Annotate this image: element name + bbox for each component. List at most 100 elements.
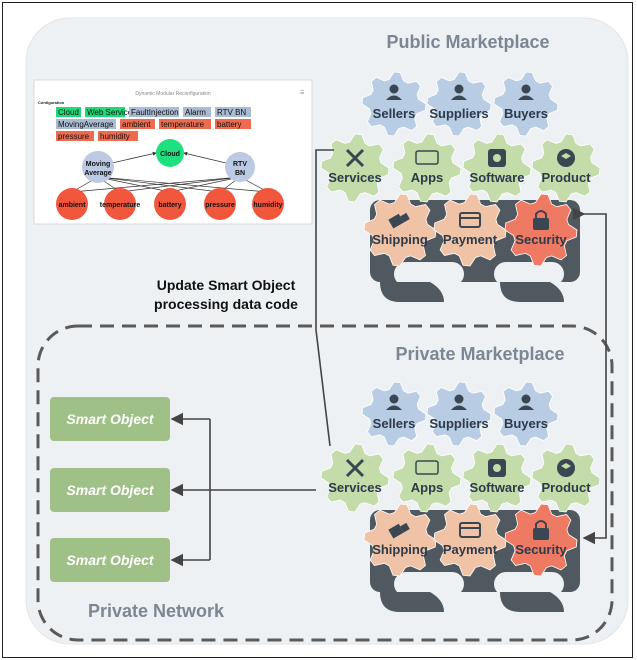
sensor-node: temperature [100,188,140,220]
sensor-node-label: pressure [205,202,235,209]
smart-object: Smart Object [50,468,170,512]
gear-label: Services [328,480,382,495]
gear-shape [392,443,462,513]
private-network-label: Private Network [88,601,225,621]
screenshot-tag-label: pressure [58,132,90,141]
gear-sellers: Sellers [361,71,427,137]
gear-label: Apps [411,170,444,185]
software-icon [488,459,506,477]
gear-label: Shipping [372,542,428,557]
gear-label: Shipping [372,232,428,247]
sensor-node-label: battery [158,202,181,209]
public-marketplace-title: Public Marketplace [386,32,549,52]
screenshot-tag: temperature [159,119,211,129]
gear-shape [426,381,492,447]
gear-suppliers: Suppliers [426,381,492,447]
screenshot-tag: Alarm [183,107,211,117]
gear-shape [361,71,427,137]
smart-object-label: Smart Object [66,552,154,568]
screenshot-tag: Web Service [85,107,133,117]
screenshot-section: Configuration [38,100,65,105]
gear-shape [462,443,532,513]
person-icon [386,394,402,410]
gear-services: Services [320,443,390,513]
gear-label: Sellers [373,106,416,121]
gear-buyers: Buyers [493,381,559,447]
sensor-node: humidity [252,188,284,220]
smart-object: Smart Object [50,397,170,441]
gear-shape [320,133,390,203]
screenshot-tag-label: temperature [161,120,205,129]
moving-average-label: Moving [86,161,111,168]
gear-label: Buyers [504,416,548,431]
person-icon [386,84,402,100]
smart-object: Smart Object [50,538,170,582]
cloud-node-label: Cloud [160,151,180,158]
screenshot-tag-label: battery [217,120,241,129]
update-connector-line [315,149,334,447]
app-icon [415,460,439,475]
reconfiguration-screenshot: Dynamic Modular Reconfiguration ☰ Config… [33,79,313,225]
gear-shape [433,193,507,267]
sensor-node-label: humidity [253,202,282,209]
screenshot-tag: humidity [98,131,138,141]
payment-icon [459,212,481,228]
private-marketplace-title: Private Marketplace [395,344,564,364]
gear-services: Services [320,133,390,203]
screenshot-menu-icon: ☰ [300,90,305,96]
screenshot-tag: ambient [120,119,155,129]
security-link-line [572,207,607,545]
sensor-node: pressure [204,188,236,220]
tools-icon [345,458,365,478]
update-label-line1: Update Smart Object [157,277,296,293]
rtv-bn-label: RTV [233,161,247,168]
moving-average-label: Average [84,170,111,177]
screenshot-tag: RTV BN [215,107,251,117]
smart-object-label: Smart Object [66,482,154,498]
gear-label: Product [541,480,591,495]
lock-icon [533,210,549,230]
gear-shape [426,71,492,137]
gear-label: Payment [443,542,498,557]
rtv-bn-label: BN [235,170,245,177]
gear-label: Software [470,170,525,185]
screenshot-tag-label: Web Service [87,108,133,117]
gear-payment: Payment [433,503,507,577]
gear-shape [493,381,559,447]
gear-shape [531,133,601,203]
gear-shape [320,443,390,513]
gear-shape [462,133,532,203]
moving-average-node: MovingAverage [82,151,114,183]
person-icon [518,84,534,100]
screenshot-tag: pressure [56,131,94,141]
smart-object-label: Smart Object [66,411,154,427]
screenshot-tag-label: Cloud [58,108,79,117]
gear-apps: Apps [392,443,462,513]
screenshot-tag: Cloud [56,107,81,117]
gear-product: Product [531,133,601,203]
gear-software: Software [462,443,532,513]
gear-security: Security [504,503,578,577]
gear-software: Software [462,133,532,203]
screenshot-tag-label: MovingAverage [58,120,114,129]
gear-label: Security [515,232,567,247]
sensor-node: battery [154,188,186,220]
gear-label: Services [328,170,382,185]
gear-shape [392,133,462,203]
person-icon [518,394,534,410]
gear-apps: Apps [392,133,462,203]
screenshot-tag: battery [215,119,251,129]
screenshot-title: Dynamic Modular Reconfiguration [135,91,211,97]
gear-label: Suppliers [429,416,488,431]
screenshot-tag-label: Alarm [185,108,206,117]
gear-shape [493,71,559,137]
software-icon [488,149,506,167]
gear-shape [363,193,437,267]
screenshot-tag-label: FaultInjection [131,108,179,117]
sensor-node: ambient [56,188,88,220]
